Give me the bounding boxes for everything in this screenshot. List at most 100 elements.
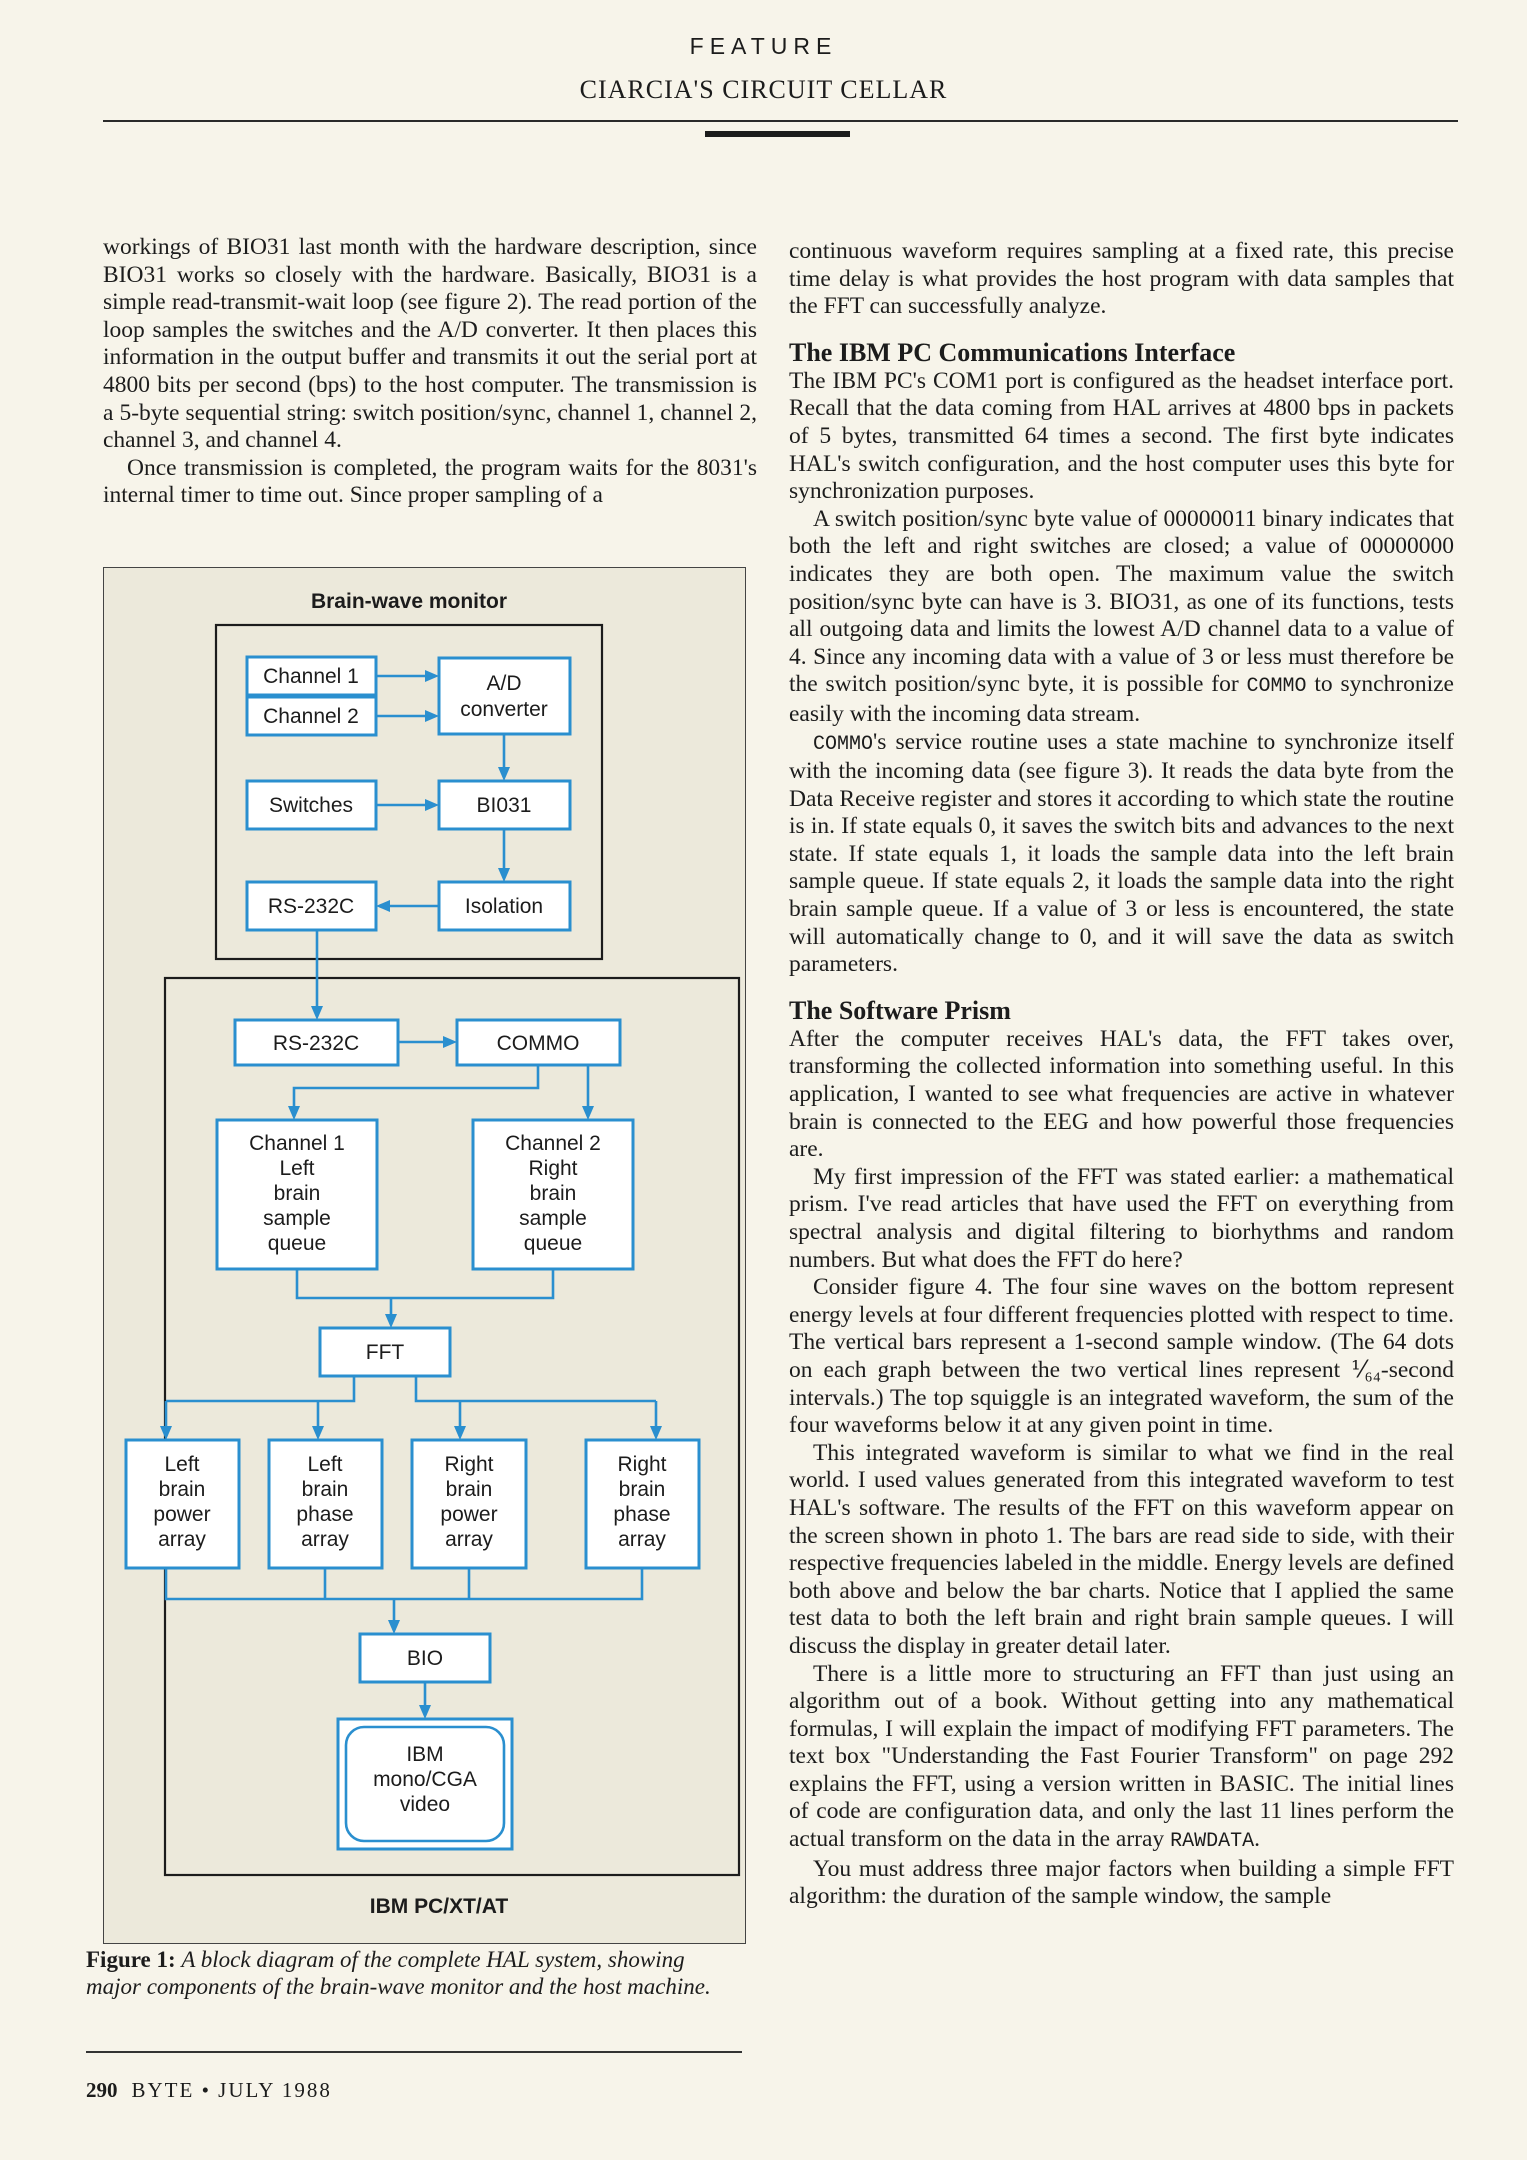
right-brain-power-array-label: brain: [446, 1478, 493, 1501]
left-brain-power-array-label: brain: [159, 1478, 206, 1501]
channel-2-queue-label: queue: [524, 1232, 582, 1255]
channel-1-label: Channel 1: [263, 665, 359, 688]
paragraph: COMMO's service routine uses a state mac…: [789, 729, 1454, 979]
queues-merge-line: [295, 1269, 555, 1300]
rs232c-host-label: RS-232C: [273, 1032, 359, 1055]
ad-converter-label-2: converter: [460, 698, 548, 721]
channel-2-queue-label: Channel 2: [505, 1132, 601, 1155]
paragraph: My first impression of the FFT was state…: [789, 1163, 1454, 1273]
channel-2-queue-label: brain: [530, 1182, 577, 1205]
paragraph: Once transmission is completed, the prog…: [103, 454, 757, 509]
paragraph: workings of BIO31 last month with the ha…: [103, 234, 757, 454]
paragraph: Consider figure 4. The four sine waves o…: [789, 1274, 1454, 1439]
code-commo: COMMO: [1246, 675, 1307, 699]
switches-label: Switches: [269, 794, 353, 817]
fft-box: [318, 1326, 452, 1378]
paragraph: This integrated waveform is similar to w…: [789, 1439, 1454, 1659]
channel-1-box: [245, 655, 378, 697]
commo-box: [455, 1018, 622, 1067]
section-heading: The IBM PC Communications Interface: [789, 337, 1236, 367]
paragraph: There is a little more to structuring an…: [789, 1661, 1454, 1856]
ibm-video-label: mono/CGA: [373, 1768, 477, 1791]
channel-2-box: [245, 695, 378, 737]
left-brain-phase-array-label: array: [301, 1528, 349, 1551]
rs232c-host-box: [233, 1018, 400, 1067]
right-brain-power-array-label: Right: [444, 1453, 493, 1476]
column-title: CIARCIA'S CIRCUIT CELLAR: [579, 75, 948, 104]
brain-wave-monitor-title: Brain-wave monitor: [311, 590, 507, 613]
left-brain-power-array-box: [124, 1438, 241, 1570]
channel-2-label: Channel 2: [263, 705, 359, 728]
arrowhead: [160, 1426, 172, 1440]
brain-wave-monitor-frame: [214, 623, 604, 961]
bio-label: BIO: [407, 1647, 443, 1670]
channel-2-queue-label: sample: [519, 1207, 587, 1230]
channel-1-queue-label: brain: [274, 1182, 321, 1205]
fft-split-right: [414, 1376, 656, 1403]
paragraph: You must address three major factors whe…: [789, 1855, 1454, 1910]
left-brain-phase-array-label: phase: [296, 1503, 353, 1526]
text-run: There is a little more to structuring an…: [789, 1660, 1454, 1853]
arrowhead: [419, 1705, 431, 1719]
right-brain-power-array-label: power: [440, 1503, 497, 1526]
section-kicker: FEATURE: [689, 33, 838, 59]
fft-split-left: [166, 1376, 356, 1403]
ibm-video-label: video: [400, 1793, 450, 1816]
arrowhead: [311, 1006, 323, 1020]
bio31-label: BI031: [477, 794, 532, 817]
left-brain-phase-array-box: [267, 1438, 384, 1570]
header-accent-bar: [705, 131, 850, 137]
right-brain-phase-array-label: phase: [613, 1503, 670, 1526]
arrowhead: [288, 1106, 300, 1120]
ibm-video-label: IBM: [406, 1743, 443, 1766]
channel-1-queue-label: queue: [268, 1232, 326, 1255]
left-brain-phase-array-label: Left: [307, 1453, 342, 1476]
right-column-text: continuous waveform requires sampling at…: [789, 238, 1454, 1911]
block-diagram-svg: Brain-wave monitor Channel 1 Channel 2 A…: [124, 590, 741, 1918]
arrowhead: [498, 767, 510, 781]
arrowhead: [425, 710, 439, 722]
section-heading: The Software Prism: [789, 995, 1011, 1025]
right-brain-phase-array-label: brain: [619, 1478, 666, 1501]
arrowhead: [385, 1314, 397, 1328]
channel-1-queue-label: sample: [263, 1207, 331, 1230]
text-run: A switch position/sync byte value of 000…: [789, 505, 1454, 698]
header-rule: [103, 120, 1458, 122]
arrowhead: [425, 799, 439, 811]
arrowhead: [582, 1106, 594, 1120]
footer-rule: [86, 2051, 742, 2053]
left-brain-power-array-label: Left: [164, 1453, 199, 1476]
left-brain-phase-array-label: brain: [302, 1478, 349, 1501]
code-commo: COMMO: [813, 732, 874, 756]
left-column-text: workings of BIO31 last month with the ha…: [103, 234, 757, 510]
commo-label: COMMO: [497, 1032, 580, 1055]
ad-converter-box: [437, 656, 572, 736]
paragraph: The IBM PC's COM1 port is configured as …: [789, 367, 1454, 505]
paragraph: A switch position/sync byte value of 000…: [789, 506, 1454, 729]
left-brain-power-array-label: array: [158, 1528, 206, 1551]
right-brain-power-array-box: [410, 1438, 528, 1570]
figure-caption: Figure 1: A block diagram of the complet…: [86, 1946, 740, 2000]
channel-1-queue-label: Channel 1: [249, 1132, 345, 1155]
ad-converter-label-1: A/D: [486, 672, 521, 695]
arrowhead: [388, 1620, 400, 1634]
code-rawdata: RAWDATA: [1170, 1830, 1255, 1854]
arrowhead: [650, 1426, 662, 1440]
arrowhead: [454, 1426, 466, 1440]
text-run: .: [1254, 1826, 1260, 1853]
caption-text: A block diagram of the complete HAL syst…: [86, 1947, 711, 1999]
left-brain-power-array-label: power: [153, 1503, 210, 1526]
right-brain-phase-array-label: array: [618, 1528, 666, 1551]
isolation-label: Isolation: [465, 895, 543, 918]
page-number: 290: [86, 2078, 118, 2102]
text-run: 's service routine uses a state machine …: [789, 728, 1454, 978]
paragraph: continuous waveform requires sampling at…: [789, 238, 1454, 320]
paragraph: After the computer receives HAL's data, …: [789, 1025, 1454, 1163]
arrowhead: [376, 900, 390, 912]
right-brain-power-array-label: array: [445, 1528, 493, 1551]
channel-1-queue-label: Left: [279, 1157, 314, 1180]
rs232c-monitor-box: [245, 880, 378, 932]
ibm-pc-xt-at-title: IBM PC/XT/AT: [370, 1895, 509, 1918]
right-brain-phase-array-label: Right: [617, 1453, 666, 1476]
